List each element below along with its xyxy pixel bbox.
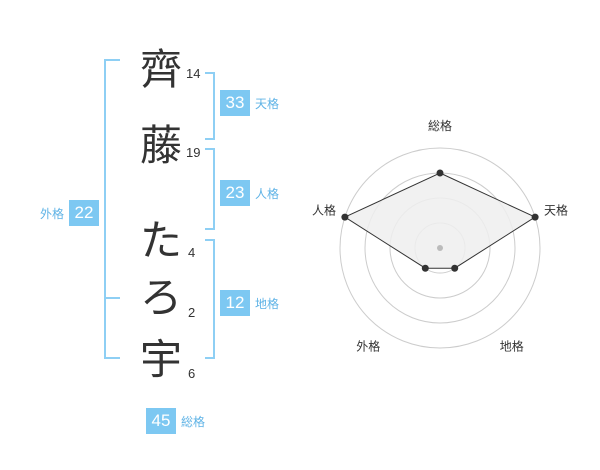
gaikaku-bracket bbox=[104, 59, 120, 359]
radar-axis-label-4: 外格 bbox=[356, 339, 380, 354]
radar-point-1 bbox=[436, 169, 444, 177]
gaikaku-label: 外格 bbox=[40, 206, 65, 221]
jinkaku-badge: 23 人格 bbox=[220, 180, 279, 206]
jinkaku-bracket bbox=[205, 148, 215, 230]
soukaku-badge: 45 総格 bbox=[146, 408, 205, 434]
radar-axis-label-2: 天格 bbox=[544, 202, 568, 217]
radar-point-3 bbox=[451, 264, 459, 272]
radar-center-dot bbox=[437, 245, 443, 251]
jinkaku-value: 23 bbox=[220, 180, 250, 206]
stroke-count-3: 4 bbox=[188, 245, 196, 260]
name-char-4: ろ bbox=[139, 273, 182, 322]
radar-point-5 bbox=[341, 213, 349, 221]
radar-ring-4 bbox=[339, 147, 541, 349]
radar-point-2 bbox=[531, 213, 539, 221]
soukaku-label: 総格 bbox=[181, 414, 206, 429]
chikaku-label: 地格 bbox=[255, 296, 280, 311]
gaikaku-value: 22 bbox=[69, 200, 100, 226]
soukaku-value: 45 bbox=[146, 408, 176, 434]
radar-point-4 bbox=[421, 264, 429, 272]
gaikaku-badge: 外格 22 bbox=[40, 200, 100, 226]
chikaku-value: 12 bbox=[220, 290, 250, 316]
name-char-2: 藤 bbox=[139, 121, 182, 170]
name-char-1: 齊 bbox=[139, 45, 182, 94]
stroke-count-1: 14 bbox=[186, 66, 201, 81]
gaikaku-bracket-tick bbox=[104, 297, 120, 299]
radar-axis-label-5: 人格 bbox=[312, 202, 336, 217]
tenkaku-label: 天格 bbox=[255, 96, 280, 111]
tenkaku-badge: 33 天格 bbox=[220, 90, 279, 116]
tenkaku-value: 33 bbox=[220, 90, 250, 116]
name-char-3: た bbox=[139, 216, 182, 265]
radar-axis-label-1: 総格 bbox=[428, 118, 452, 133]
name-char-5: 宇 bbox=[139, 335, 182, 384]
tenkaku-bracket bbox=[205, 72, 215, 140]
radar-polygon bbox=[343, 172, 537, 269]
chikaku-badge: 12 地格 bbox=[220, 290, 279, 316]
stroke-count-5: 6 bbox=[188, 366, 196, 381]
stroke-count-4: 2 bbox=[188, 305, 196, 320]
radar-axis-label-3: 地格 bbox=[500, 339, 524, 354]
stroke-count-2: 19 bbox=[186, 145, 201, 160]
chikaku-bracket bbox=[205, 239, 215, 359]
jinkaku-label: 人格 bbox=[255, 186, 280, 201]
